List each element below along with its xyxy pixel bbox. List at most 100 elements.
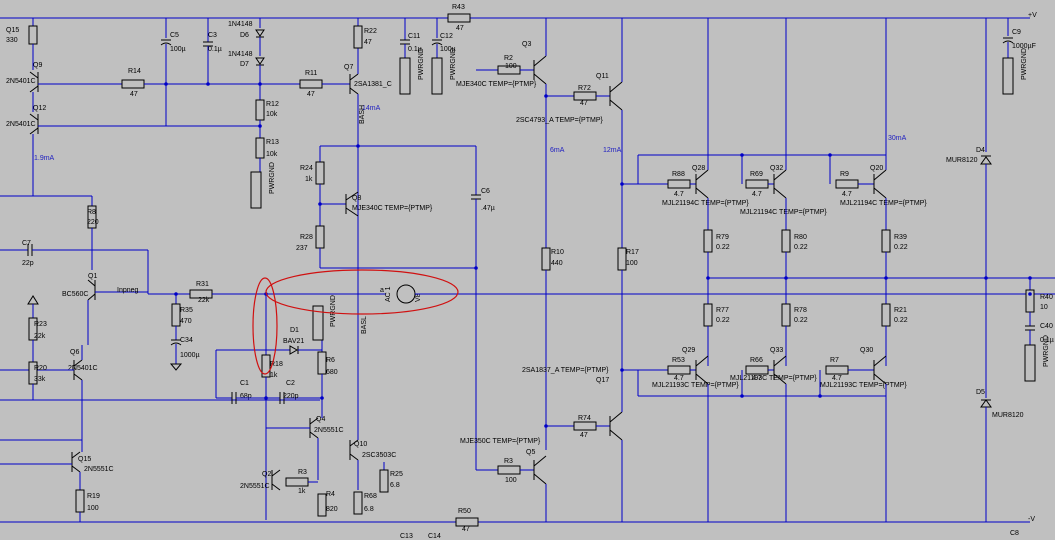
c14-label: C14 bbox=[428, 533, 441, 540]
r11-label: R11 bbox=[305, 70, 317, 77]
r50-value: 47 bbox=[462, 526, 470, 533]
c12-value: 100µ bbox=[440, 46, 456, 53]
q16-label: Q15 bbox=[78, 456, 91, 463]
r3-label: R3 bbox=[298, 469, 307, 476]
c34-value: 1000µ bbox=[180, 352, 200, 359]
r40-label: R40 bbox=[1040, 294, 1053, 301]
q33-label: Q33 bbox=[770, 347, 783, 354]
ac-source: a AC 1 V8 bbox=[380, 284, 1055, 304]
r14-label: R14 bbox=[128, 68, 141, 75]
r7-value: 4.7 bbox=[832, 375, 842, 382]
q30-value: MJL21193C TEMP={PTMP} bbox=[820, 382, 907, 389]
c7-label: C7 bbox=[22, 240, 31, 247]
q3-label: Q3 bbox=[522, 41, 531, 48]
r2-value: 100 bbox=[505, 63, 517, 70]
d6-part: 1N4148 bbox=[228, 21, 253, 28]
c8-label: C8 bbox=[1010, 530, 1019, 537]
junctions bbox=[164, 82, 1032, 428]
q20-label: Q20 bbox=[870, 165, 883, 172]
r69-value: 4.7 bbox=[752, 191, 762, 198]
r28-value: 237 bbox=[296, 245, 308, 252]
r77-label: R77 bbox=[716, 307, 729, 314]
r3b-value: 100 bbox=[505, 477, 517, 484]
output-protection: D4 MUR8120 D5 MUR8120 C9 1000µF R40 10 C… bbox=[946, 18, 1054, 537]
r40-value: 10 bbox=[1040, 304, 1048, 311]
q20-value: MJL21194C TEMP={PTMP} bbox=[840, 200, 927, 207]
r88-label: R88 bbox=[672, 171, 685, 178]
r11-value: 47 bbox=[307, 91, 315, 98]
c34-label: C34 bbox=[180, 337, 193, 344]
r6-value: 680 bbox=[326, 369, 338, 376]
r17-value: 100 bbox=[626, 260, 638, 267]
q10-value: 2SC3503C bbox=[362, 452, 396, 459]
highlight-ellipse-horizontal bbox=[265, 269, 459, 315]
c11-value: 0.1µ bbox=[408, 46, 422, 53]
r13-label: R13 bbox=[266, 139, 279, 146]
r22-value: 47 bbox=[364, 39, 372, 46]
r88-value: 4.7 bbox=[674, 191, 684, 198]
r53-label: R53 bbox=[672, 357, 685, 364]
r3b-label: R3 bbox=[504, 458, 513, 465]
r19-label: R19 bbox=[87, 493, 100, 500]
current-q12: 1.9mA bbox=[34, 155, 55, 162]
c12-label: C12 bbox=[440, 33, 453, 40]
positive-rail: +V bbox=[0, 12, 1037, 19]
vs-ac: AC 1 bbox=[385, 286, 392, 302]
r66-value: 4.7 bbox=[752, 375, 762, 382]
r14-value: 47 bbox=[130, 91, 138, 98]
q11-label: Q11 bbox=[596, 73, 609, 80]
output-stage: 30mA R88 4.7 Q28 MJL21194C TEMP={PTMP} R… bbox=[622, 18, 1055, 522]
c2-value: 220p bbox=[283, 393, 299, 400]
q28-value: MJL21194C TEMP={PTMP} bbox=[662, 200, 749, 207]
q6-value: 2N5401C bbox=[68, 365, 98, 372]
r12-label: R12 bbox=[266, 101, 279, 108]
r20-value: 33k bbox=[34, 376, 46, 383]
r15-value: 330 bbox=[6, 37, 18, 44]
current-q11: 12mA bbox=[603, 147, 622, 154]
pwrgnd-label-3: PWRGND bbox=[450, 48, 457, 80]
q11-value: 2SC4793_A TEMP={PTMP} bbox=[516, 117, 603, 124]
c40-value: 0.1µ bbox=[1040, 337, 1054, 344]
r24-label: R24 bbox=[300, 165, 313, 172]
d5-value: MUR8120 bbox=[992, 412, 1024, 419]
d6-label: D6 bbox=[240, 32, 249, 39]
q8-label: Q8 bbox=[352, 195, 361, 202]
q1-value: BC560C bbox=[62, 291, 88, 298]
q3-value: MJE340C TEMP={PTMP} bbox=[456, 81, 537, 88]
r43-label: R43 bbox=[452, 4, 465, 11]
q6-label: Q6 bbox=[70, 349, 79, 356]
c11-label: C11 bbox=[408, 33, 420, 40]
r53-value: 4.7 bbox=[674, 375, 684, 382]
q1-label: Q1 bbox=[88, 273, 97, 280]
pwrgnd-label-6: PWRGND bbox=[1043, 335, 1050, 367]
r4-label: R4 bbox=[326, 491, 335, 498]
node-bash: BASH bbox=[359, 105, 366, 124]
r79-value: 0.22 bbox=[716, 244, 730, 251]
r21-value: 0.22 bbox=[894, 317, 908, 324]
q4-value: 2N5551C bbox=[314, 427, 344, 434]
r80-label: R80 bbox=[794, 234, 807, 241]
c40-label: C40 bbox=[1040, 323, 1053, 330]
vs-a: a bbox=[380, 287, 384, 294]
q5-value: MJE350C TEMP={PTMP} bbox=[460, 438, 541, 445]
r66-label: R66 bbox=[750, 357, 763, 364]
r35-label: R35 bbox=[180, 307, 193, 314]
q12-label: Q12 bbox=[33, 105, 46, 112]
input-stage: Q15 330 Q9 2N5401C R14 47 Q12 2N5401C 1.… bbox=[0, 18, 320, 522]
r17-label: R17 bbox=[626, 249, 639, 256]
q9-label: Q9 bbox=[33, 62, 42, 69]
q16-value: 2N5551C bbox=[84, 466, 114, 473]
vas-stage: C5 100µ C3 0.1µ 1N4148 D6 1N4148 D7 R12 … bbox=[148, 4, 495, 540]
c6-label: C6 bbox=[481, 188, 490, 195]
r13-value: 10k bbox=[266, 151, 278, 158]
r22-label: R22 bbox=[364, 28, 377, 35]
r39-value: 0.22 bbox=[894, 244, 908, 251]
r15-label: Q15 bbox=[6, 27, 19, 34]
q32-value: MJL21194C TEMP={PTMP} bbox=[740, 209, 827, 216]
c9-label: C9 bbox=[1012, 29, 1021, 36]
r74-label: R74 bbox=[578, 415, 591, 422]
c3-label: C3 bbox=[208, 32, 217, 39]
r21-label: R21 bbox=[894, 307, 907, 314]
q33-value: MJL21193C TEMP={PTMP} bbox=[730, 375, 817, 382]
